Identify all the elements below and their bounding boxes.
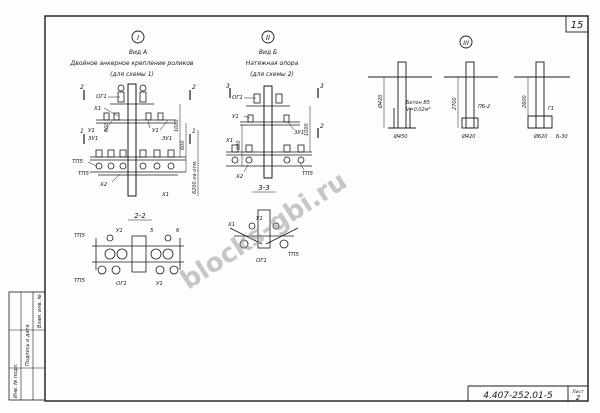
- view-a-label-l10: ТП5: [78, 171, 89, 177]
- section-22-l6: 6: [176, 228, 180, 234]
- view-c-n1: Ø420: [377, 95, 384, 109]
- view-a-upper-crossarm: [96, 112, 176, 124]
- view-a-title: Вид А: [129, 49, 147, 56]
- view-c-n11: Б-30: [556, 134, 568, 140]
- view-c-n3: V=0,02м³: [406, 107, 431, 113]
- view-a-label-l1: ОГ1: [96, 94, 107, 100]
- section-3-3: 3-3 Х1 У1 ОГ1 ТП5: [227, 184, 299, 264]
- view-a-subtitle: Двойное анкерное крепление роликов: [70, 60, 194, 67]
- view-b-marker: II: [266, 34, 270, 42]
- view-b-label-l1: ОГ1: [232, 95, 243, 101]
- view-a-top-insulators: [110, 84, 154, 105]
- view-b-dim-1: 1000: [304, 123, 310, 136]
- view-a-label-l3: У1: [88, 128, 95, 134]
- section-22-l2: У1: [116, 228, 123, 234]
- view-b-title: Вид Б: [259, 49, 277, 56]
- view-a-label-l6: Х2: [99, 182, 108, 188]
- view-a-lower-crossarm: [90, 149, 186, 176]
- doc-code: 4.407-252.01-5: [483, 391, 553, 401]
- view-b-label-l2: У1: [232, 114, 239, 120]
- view-a-dim-2: 600: [180, 140, 186, 150]
- sheet-frame: [44, 15, 589, 402]
- view-b-label-l4: Х1: [225, 138, 233, 144]
- section-22-title: 2-2: [134, 212, 146, 220]
- view-a-marker-circle: [131, 30, 145, 44]
- sheet-number: 15: [571, 20, 584, 31]
- view-b: II Вид Б Натяжная опора (для схемы 2) 3 …: [225, 30, 324, 180]
- view-a-note: (для схемы 1): [110, 71, 154, 78]
- view-a-pole: [127, 83, 137, 197]
- view-c-n4: Ø450: [393, 133, 407, 140]
- view-b-crossarms: [226, 93, 312, 167]
- section-22-l3: 5: [150, 228, 154, 234]
- stamp-cell-1: Инв. № подл.: [13, 364, 19, 399]
- view-a-sec-1: 2: [80, 84, 84, 91]
- stamp-cell-3: Взам. инв. №: [37, 294, 43, 328]
- view-c-n9: Г1: [548, 106, 554, 112]
- view-a-label-l4: 3У1: [88, 136, 98, 142]
- view-a-sec-3: 1: [80, 128, 84, 135]
- view-c-n10: Ø620: [533, 133, 547, 140]
- view-c: III Ø420 Бетон В5 V=0,02м³ Ø450 2700 ПБ-…: [368, 35, 570, 140]
- view-b-pole: [263, 85, 273, 179]
- view-a-sec-2: 2: [192, 84, 196, 91]
- section-2-2: 2-2 ТП5 У1 5 ОГ1 ТП5 6 У1: [74, 212, 184, 287]
- section-22-l5: ТП5: [74, 278, 85, 284]
- view-b-label-l3: 3У1: [294, 130, 304, 136]
- view-a: I Вид А Двойное анкерное крепление ролик…: [70, 30, 199, 198]
- corner-label: Лист: [571, 389, 584, 395]
- sheet-number-box: [565, 15, 589, 33]
- view-a-label-l8: 3У1: [162, 136, 172, 142]
- view-b-sec-2: 3: [320, 83, 324, 90]
- section-22-l7: У1: [156, 281, 163, 287]
- section-33-l2: У1: [256, 216, 263, 222]
- view-a-dim-4: 6200 на отм.: [192, 160, 198, 194]
- section-33-l4: ТП5: [288, 252, 299, 258]
- section-33-title: 3-3: [258, 184, 269, 192]
- view-a-label-l2: Х1: [93, 106, 101, 112]
- side-stamp-box: [8, 291, 46, 401]
- view-a-sec-4: 1: [192, 128, 196, 135]
- view-b-subtitle: Натяжная опора: [246, 60, 299, 67]
- section-22-l4: ОГ1: [116, 281, 127, 287]
- view-b-label-l5: ТП5: [302, 171, 313, 177]
- view-b-sec-3: 2: [320, 123, 324, 130]
- view-a-label-l7: У1: [152, 128, 159, 134]
- section-22-l1: ТП5: [74, 233, 85, 239]
- section-33-l3: ОГ1: [256, 258, 267, 264]
- view-a-label-l5: ТП5: [72, 159, 83, 165]
- view-c-marker: III: [463, 39, 469, 47]
- stamp-cell-2: Подпись и дата: [25, 325, 31, 366]
- section-33-l1: Х1: [227, 222, 235, 228]
- view-c-n8: 2600: [522, 95, 528, 108]
- view-c-n6: ПБ-2: [478, 104, 490, 110]
- corner-number: 2: [576, 394, 581, 402]
- view-b-label-l6: Х2: [235, 174, 244, 180]
- view-a-dim-3: 600: [104, 122, 110, 132]
- view-b-sec-1: 3: [226, 83, 230, 90]
- view-c-n7: Ø420: [461, 133, 475, 140]
- view-a-label-l9: Х1: [161, 192, 169, 198]
- view-c-n5: 2700: [452, 97, 458, 110]
- view-b-note: (для схемы 2): [250, 71, 294, 78]
- view-c-n2: Бетон В5: [406, 100, 430, 106]
- view-a-marker: I: [137, 34, 139, 42]
- view-a-dim-1: 1000: [174, 119, 180, 132]
- view-b-dim-2: 600: [236, 140, 242, 150]
